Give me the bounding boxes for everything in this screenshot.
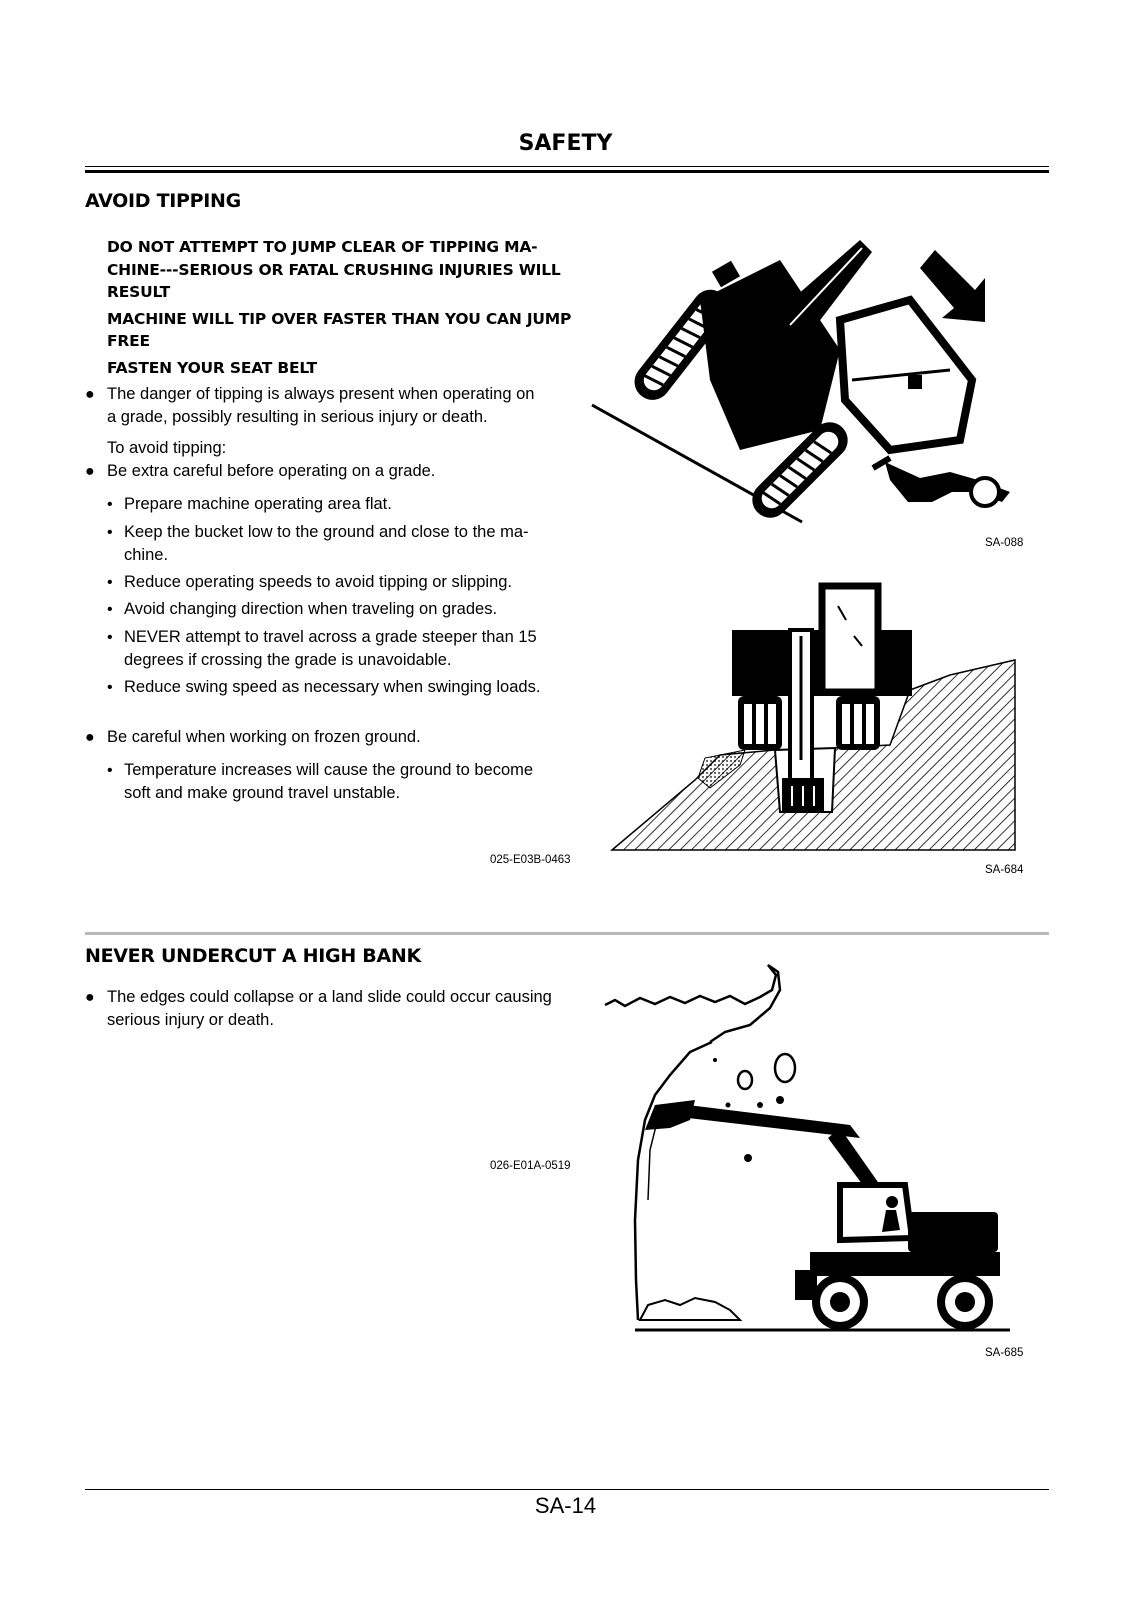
section-separator bbox=[85, 932, 1049, 935]
section-title-never-undercut: NEVER UNDERCUT A HIGH BANK bbox=[85, 945, 421, 967]
sub-item-line: degrees if crossing the grade is unavoid… bbox=[124, 651, 452, 669]
bullet-frozen-ground: ● Be careful when working on frozen grou… bbox=[85, 726, 585, 749]
warning-line: FREE bbox=[107, 332, 150, 350]
footer-rule bbox=[85, 1489, 1049, 1490]
figure-undercut-bank bbox=[604, 963, 1010, 1332]
document-code: 026-E01A-0519 bbox=[490, 1160, 571, 1172]
figure-label-sa088: SA-088 bbox=[985, 537, 1024, 549]
warning-block: DO NOT ATTEMPT TO JUMP CLEAR OF TIPPING … bbox=[107, 236, 587, 379]
bullet-line: a grade, possibly resulting in serious i… bbox=[107, 408, 488, 426]
bullet-dot: ● bbox=[85, 386, 95, 403]
sub-item: • Prepare machine operating area flat. bbox=[107, 493, 587, 516]
header-rule-thick bbox=[85, 170, 1049, 173]
figure-label-sa685: SA-685 bbox=[985, 1347, 1024, 1359]
figure-tipping-excavator bbox=[591, 240, 1010, 524]
bullet-dot: ● bbox=[85, 729, 95, 746]
sub-bullet-dot: • bbox=[107, 629, 113, 646]
sub-bullet-dot: • bbox=[107, 496, 113, 513]
intro-text: To avoid tipping: bbox=[107, 439, 227, 457]
bullet-danger-tipping: ● The danger of tipping is always presen… bbox=[85, 383, 585, 429]
sub-item-line: chine. bbox=[124, 546, 169, 564]
bullet-line: serious injury or death. bbox=[107, 1011, 274, 1029]
sub-item: • NEVER attempt to travel across a grade… bbox=[107, 626, 587, 672]
sub-item-line: NEVER attempt to travel across a grade s… bbox=[124, 628, 537, 646]
page-number: SA-14 bbox=[534, 1493, 597, 1518]
bullet-line: The edges could collapse or a land slide… bbox=[107, 988, 552, 1006]
sub-item-line: soft and make ground travel unstable. bbox=[124, 784, 401, 802]
sub-item: • Reduce operating speeds to avoid tippi… bbox=[107, 571, 587, 594]
bullet-line: Be extra careful before operating on a g… bbox=[107, 462, 436, 480]
bullet-dot: ● bbox=[85, 989, 95, 1006]
warning-line: DO NOT ATTEMPT TO JUMP CLEAR OF TIPPING … bbox=[107, 238, 538, 256]
sub-bullet-dot: • bbox=[107, 679, 113, 696]
document-code: 025-E03B-0463 bbox=[490, 854, 571, 866]
sub-bullet-dot: • bbox=[107, 762, 113, 779]
figure-label-sa684: SA-684 bbox=[985, 864, 1024, 876]
section-title-avoid-tipping: AVOID TIPPING bbox=[85, 190, 241, 212]
figure-excavator-slope bbox=[610, 582, 1016, 851]
sub-item: • Avoid changing direction when travelin… bbox=[107, 598, 587, 621]
bullet-dot: ● bbox=[85, 463, 95, 480]
sub-item-line: Avoid changing direction when traveling … bbox=[124, 600, 498, 618]
sub-item-line: Temperature increases will cause the gro… bbox=[124, 761, 534, 779]
sub-bullet-dot: • bbox=[107, 601, 113, 618]
warning-line: RESULT bbox=[107, 283, 170, 301]
bullet-line: The danger of tipping is always present … bbox=[107, 385, 535, 403]
bullet-extra-careful: ● Be extra careful before operating on a… bbox=[85, 460, 585, 483]
sub-item-line: Keep the bucket low to the ground and cl… bbox=[124, 523, 529, 541]
sub-bullet-dot: • bbox=[107, 524, 113, 541]
page-header-title: SAFETY bbox=[518, 131, 613, 156]
sub-item-line: Reduce swing speed as necessary when swi… bbox=[124, 678, 541, 696]
sub-item: • Keep the bucket low to the ground and … bbox=[107, 521, 587, 567]
warning-line: MACHINE WILL TIP OVER FASTER THAN YOU CA… bbox=[107, 309, 572, 328]
header-rule-thin bbox=[85, 166, 1049, 167]
sub-item: • Reduce swing speed as necessary when s… bbox=[107, 676, 587, 699]
sub-item-line: Prepare machine operating area flat. bbox=[124, 495, 392, 513]
sub-item-line: Reduce operating speeds to avoid tipping… bbox=[124, 573, 513, 591]
sub-bullet-dot: • bbox=[107, 574, 113, 591]
warning-line: CHINE---SERIOUS OR FATAL CRUSHING INJURI… bbox=[107, 260, 561, 279]
bullet-edges-collapse: ● The edges could collapse or a land sli… bbox=[85, 986, 585, 1032]
warning-line: FASTEN YOUR SEAT BELT bbox=[107, 358, 317, 377]
bullet-line: Be careful when working on frozen ground… bbox=[107, 728, 421, 746]
sub-item: • Temperature increases will cause the g… bbox=[107, 759, 587, 805]
